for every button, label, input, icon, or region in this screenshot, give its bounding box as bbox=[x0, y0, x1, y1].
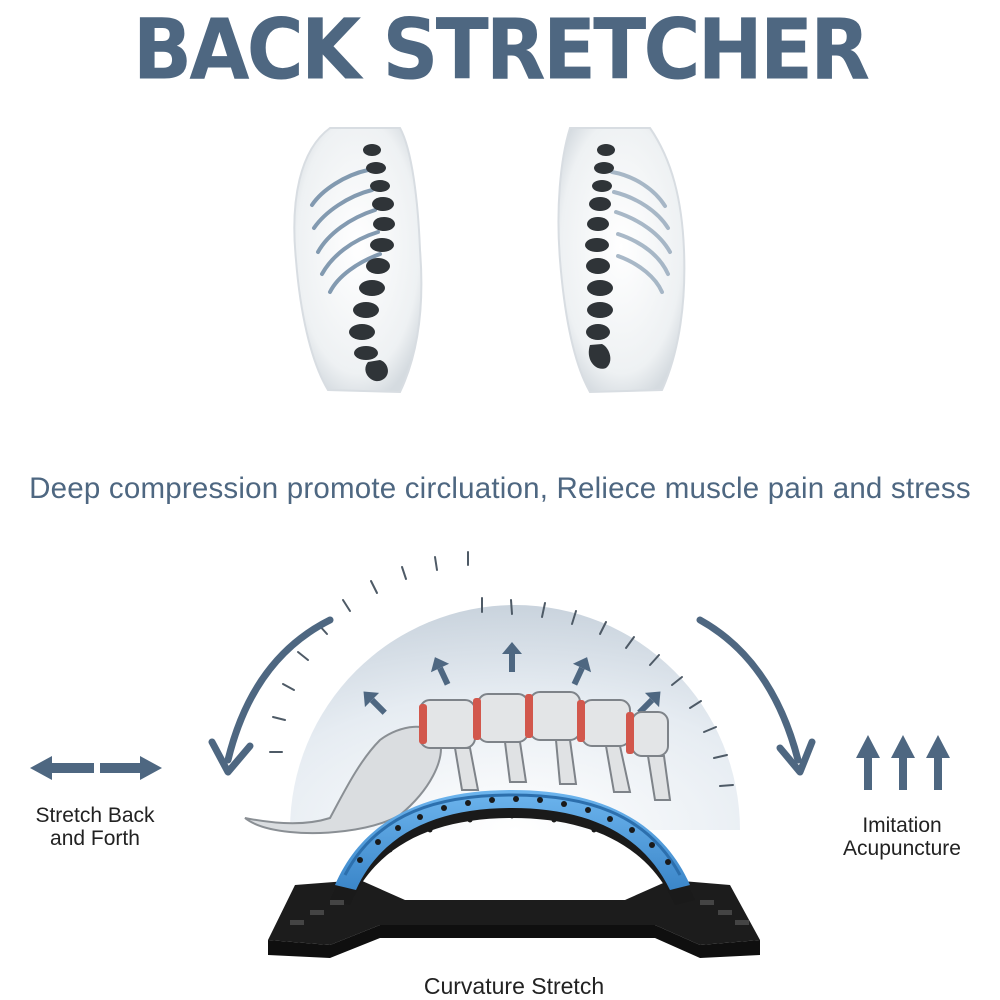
acupuncture-label-line2: Acupuncture bbox=[843, 837, 961, 860]
curvature-label: Curvature Stretch bbox=[423, 973, 605, 999]
tagline: Deep compression promote circluation, Re… bbox=[29, 472, 971, 505]
spine-left-illustration bbox=[293, 127, 423, 394]
triple-up-arrow-icon bbox=[856, 735, 950, 790]
acupuncture-label: Imitation Acupuncture bbox=[822, 814, 982, 860]
curved-arrows bbox=[224, 616, 802, 764]
stretch-label-line2: and Forth bbox=[50, 827, 140, 850]
stretch-label-line1: Stretch Back bbox=[35, 804, 155, 827]
back-stretcher-device bbox=[268, 790, 760, 958]
scale-ticks bbox=[269, 551, 734, 787]
stretch-label: Stretch Back and Forth bbox=[10, 804, 180, 850]
spine-right-illustration bbox=[557, 127, 686, 394]
up-arrows bbox=[363, 642, 661, 715]
page-title: BACK STRETCHER bbox=[132, 2, 870, 100]
vertebrae-illustration bbox=[244, 691, 672, 834]
acupuncture-label-line1: Imitation bbox=[862, 814, 942, 837]
double-horizontal-arrow-icon bbox=[30, 756, 162, 780]
